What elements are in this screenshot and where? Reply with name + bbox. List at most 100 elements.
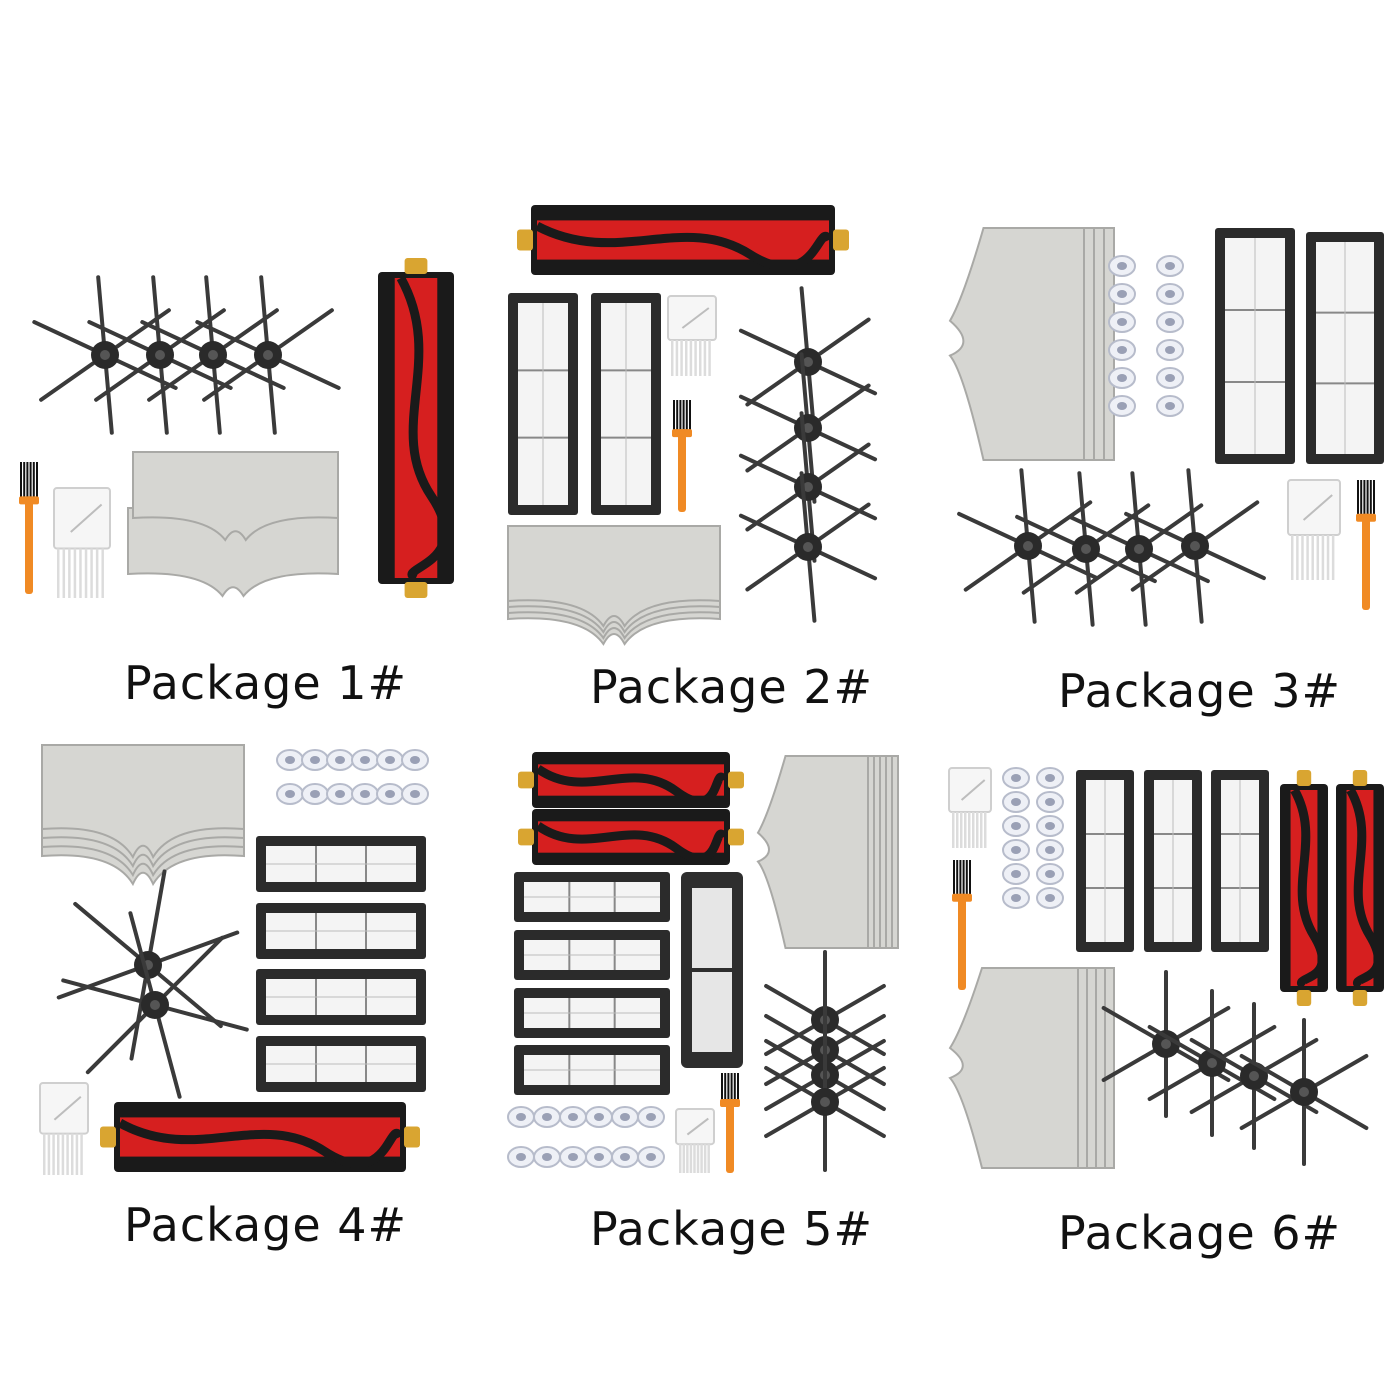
hepa-filter	[256, 903, 426, 959]
main-roller-brush	[1280, 770, 1328, 1006]
hepa-filter	[256, 969, 426, 1025]
cleaning-brush-tool	[672, 400, 692, 512]
main-roller-brush	[518, 809, 744, 865]
water-tank-filter	[1036, 791, 1064, 813]
mop-cloth-stack	[41, 744, 245, 887]
hepa-filter	[514, 930, 670, 980]
water-tank-filter	[401, 749, 429, 771]
water-tank-filter	[1002, 839, 1030, 861]
water-tank-filter	[1036, 815, 1064, 837]
water-tank-filter	[611, 1146, 639, 1168]
water-tank-filter	[1108, 255, 1136, 277]
water-tank-filter	[1036, 839, 1064, 861]
water-tank-filter	[1156, 255, 1184, 277]
package-4-label: Package 4#	[124, 1198, 408, 1252]
water-tank-filter	[1156, 367, 1184, 389]
main-roller-brush	[378, 258, 454, 598]
water-tank-filter	[351, 783, 379, 805]
side-brush	[1101, 970, 1231, 1118]
water-tank-filter	[326, 749, 354, 771]
water-tank-filter	[1036, 887, 1064, 909]
hepa-filter	[1076, 770, 1134, 952]
main-roller-brush	[517, 205, 849, 275]
water-tank-filter	[301, 783, 329, 805]
water-tank-filter	[637, 1146, 665, 1168]
water-tank-filter	[1108, 339, 1136, 361]
mop-cloth-stack	[132, 451, 339, 542]
hepa-filter	[508, 293, 578, 515]
cleaning-comb-tool	[667, 295, 717, 376]
water-tank-filter	[1108, 283, 1136, 305]
main-roller-brush	[518, 752, 744, 808]
mop-cloth-stack	[948, 967, 1115, 1169]
side-brush	[957, 468, 1099, 624]
water-tank-filter	[1156, 283, 1184, 305]
water-tank-filter	[611, 1106, 639, 1128]
main-roller-brush	[100, 1102, 420, 1172]
cleaning-brush-tool	[952, 860, 972, 990]
hepa-filter	[1306, 232, 1384, 464]
water-tank-filter	[637, 1106, 665, 1128]
water-tank-filter	[301, 749, 329, 771]
package-3-label: Package 3#	[1058, 664, 1342, 718]
side-brush	[61, 911, 249, 1099]
side-brush	[195, 275, 341, 435]
cleaning-brush-tool	[720, 1073, 740, 1173]
side-brush	[1015, 471, 1157, 627]
side-brush	[87, 275, 233, 435]
water-tank-filter	[507, 1146, 535, 1168]
water-tank-filter	[1108, 367, 1136, 389]
cleaning-comb-tool	[675, 1108, 715, 1173]
water-tank-filter	[533, 1146, 561, 1168]
hepa-filter	[256, 836, 426, 892]
water-tank-filter	[1002, 887, 1030, 909]
water-tank-filter	[1002, 791, 1030, 813]
water-tank-filter	[376, 783, 404, 805]
water-tank-filter	[276, 783, 304, 805]
water-tank-filter	[1002, 863, 1030, 885]
package-6-label: Package 6#	[1058, 1206, 1342, 1260]
water-tank-filter	[1108, 395, 1136, 417]
cleaning-brush-tool	[19, 462, 39, 594]
package-2-label: Package 2#	[590, 660, 874, 714]
hepa-filter	[1211, 770, 1269, 952]
water-tank-filter	[507, 1106, 535, 1128]
side-brush	[1239, 1018, 1369, 1166]
cleaning-comb-tool	[53, 487, 111, 598]
side-brush	[764, 1032, 886, 1172]
hepa-filter	[514, 1045, 670, 1095]
water-tank-filter	[326, 783, 354, 805]
side-brush	[738, 471, 878, 623]
mop-cloth-stack	[507, 525, 721, 646]
cleaning-comb-tool	[948, 767, 992, 848]
mop-cloth-stack	[756, 755, 899, 949]
water-tank-filter	[585, 1146, 613, 1168]
water-tank-filter	[1036, 767, 1064, 789]
water-tank-filter	[585, 1106, 613, 1128]
water-tank-filter	[1156, 395, 1184, 417]
side-brush	[1068, 471, 1210, 627]
hepa-filter	[591, 293, 661, 515]
water-tank-filter	[1002, 815, 1030, 837]
water-tank-filter	[376, 749, 404, 771]
cleaning-comb-tool	[39, 1082, 89, 1175]
side-brush	[1124, 468, 1266, 624]
side-brush	[32, 275, 178, 435]
water-tank-filter	[1108, 311, 1136, 333]
hepa-filter	[514, 988, 670, 1038]
side-brush	[140, 275, 286, 435]
hepa-filter	[1144, 770, 1202, 952]
water-tank-filter	[559, 1146, 587, 1168]
package-1-label: Package 1#	[124, 656, 408, 710]
cleaning-brush-tool	[1356, 480, 1376, 610]
cleaning-comb-tool	[1287, 479, 1341, 580]
hepa-filter	[514, 872, 670, 922]
water-tank-filter	[351, 749, 379, 771]
package-5-label: Package 5#	[590, 1202, 874, 1256]
water-tank-filter	[1002, 767, 1030, 789]
side-brush	[56, 869, 240, 1061]
water-tank-filter	[533, 1106, 561, 1128]
water-tank-filter	[1156, 339, 1184, 361]
